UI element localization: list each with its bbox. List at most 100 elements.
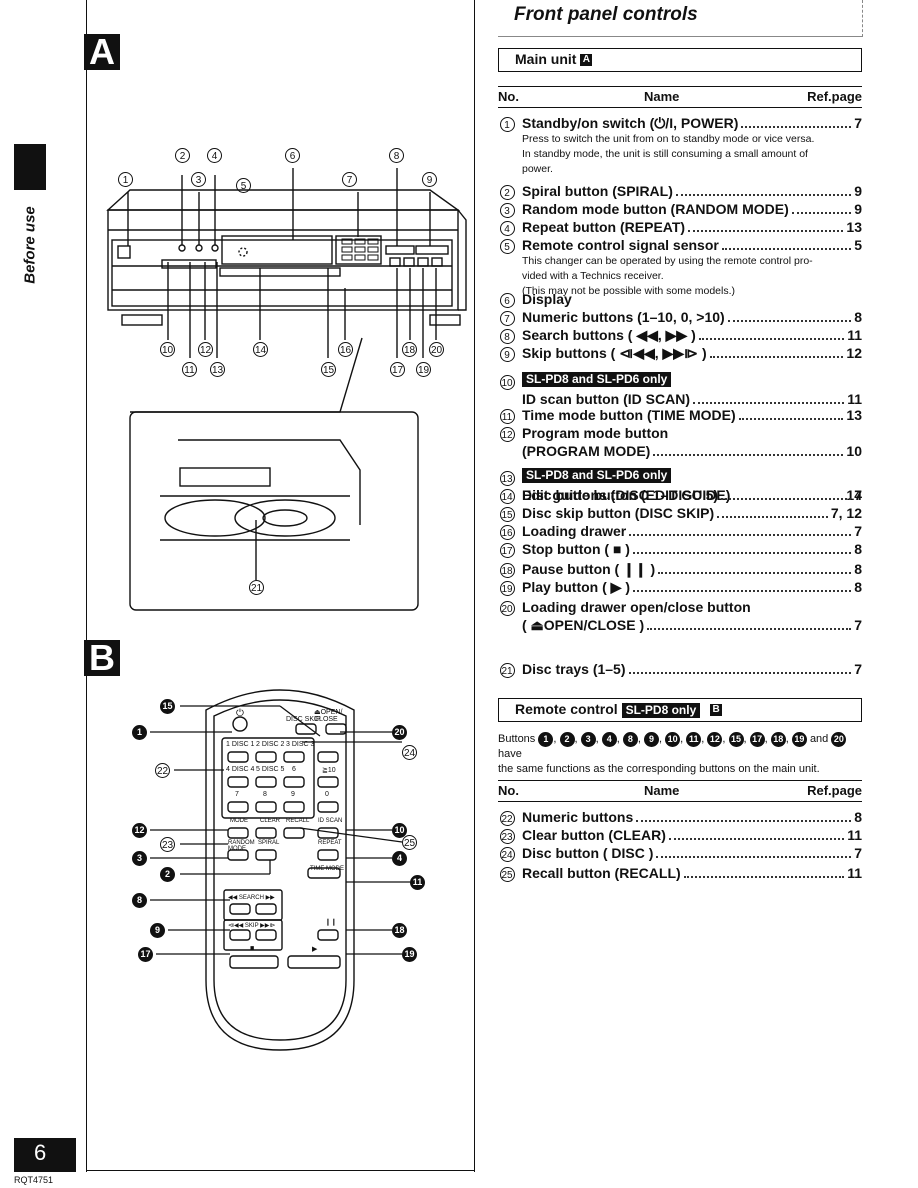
- entry-page: 7: [854, 845, 862, 861]
- desc-button-number: 3: [580, 732, 596, 747]
- remote-col-ref: Ref.page: [807, 783, 862, 798]
- remote-label-9: 9: [291, 791, 295, 798]
- remote-callout-25: 25: [402, 835, 417, 850]
- remote-label-6: 6: [292, 766, 296, 773]
- remote-callout-lines: [150, 705, 410, 955]
- entry-page: 12: [846, 345, 862, 361]
- callout-top-3: 3: [191, 172, 206, 187]
- entry-number: 9: [499, 347, 515, 362]
- remote-callout-10: 10: [392, 823, 407, 838]
- page-number-box: 6: [14, 1138, 76, 1172]
- callout-bottom-12: 12: [198, 342, 213, 357]
- entry-number: 10: [499, 375, 515, 390]
- remote-description: Buttons 1, 2, 3, 4, 8, 9, 10, 11, 12, 15…: [498, 732, 868, 777]
- col-ref: Ref.page: [807, 89, 862, 104]
- entry-page: 8: [854, 541, 862, 557]
- entry-number: 24: [499, 847, 515, 862]
- remote-label-play: ▶: [312, 946, 318, 953]
- callout-top-2: 2: [175, 148, 190, 163]
- callout-bottom-19: 19: [416, 362, 431, 377]
- entry-number: 8: [499, 329, 515, 344]
- callout-bottom-10: 10: [160, 342, 175, 357]
- callout-bottom-13: 13: [210, 362, 225, 377]
- entry-number: 20: [499, 601, 515, 616]
- entry-note: (This may not be possible with some mode…: [522, 285, 735, 297]
- remote-label-disc4: 4 DISC 4: [226, 766, 255, 773]
- remote-label-10: ≧10: [322, 767, 336, 774]
- entry-number: 25: [499, 867, 515, 882]
- side-label: Before use: [21, 206, 39, 284]
- entry-page: 11: [847, 865, 862, 881]
- remote-callout-15: 15: [160, 699, 175, 714]
- entry-name: Stop button ( ■ ): [522, 541, 630, 557]
- callout-bottom-20: 20: [429, 342, 444, 357]
- remote-label-8: 8: [263, 791, 267, 798]
- remote-callout-17: 17: [138, 947, 153, 962]
- remote-label-id-scan: ID SCAN: [318, 818, 343, 824]
- remote-title: Remote control: [515, 701, 618, 717]
- entry-page: 9: [854, 201, 862, 217]
- page-number: 6: [34, 1140, 47, 1165]
- remote-box: Remote control SL-PD8 only B: [498, 698, 862, 722]
- callout-bottom-18: 18: [402, 342, 417, 357]
- page-title: Front panel controls: [514, 4, 698, 25]
- remote-label-stop: ■: [250, 945, 255, 952]
- desc-button-number: 19: [791, 732, 807, 747]
- entry-number: 16: [499, 525, 515, 540]
- entry-tag: SL-PD8 and SL-PD6 only: [522, 372, 672, 387]
- entry-number: 6: [499, 293, 515, 308]
- section-letter-a: A: [84, 31, 120, 72]
- sidebar-marker: [14, 144, 46, 190]
- remote-table-header: No. Name Ref.page: [498, 780, 862, 802]
- desc-button-number: 17: [749, 732, 765, 747]
- remote-label-skip: ⧏◀◀ SKIP ▶▶⧐: [228, 923, 276, 929]
- entry-name: Standby/on switch (⏻/I, POWER): [522, 115, 739, 131]
- remote-col-no: No.: [498, 783, 519, 798]
- main-unit-diagram: [106, 168, 467, 611]
- remote-callout-9: 9: [150, 923, 165, 938]
- desc-button-number: 1: [538, 732, 554, 747]
- entry-page: 9: [854, 183, 862, 199]
- entry-number: 2: [499, 185, 515, 200]
- entry-name: Time mode button (TIME MODE): [522, 407, 736, 423]
- callout-bottom-16: 16: [338, 342, 353, 357]
- entry-number: 14: [499, 489, 515, 504]
- entry-number: 11: [499, 409, 515, 424]
- callout-top-8: 8: [389, 148, 404, 163]
- remote-label-disc1: 1 DISC 1: [226, 741, 255, 748]
- entry-name: Search buttons ( ◀◀, ▶▶ ): [522, 327, 696, 343]
- desc-button-number: 4: [601, 732, 617, 747]
- desc-button-number: 8: [622, 732, 638, 747]
- left-frame-line: [86, 0, 87, 1172]
- remote-label-power: ⏻: [236, 708, 244, 719]
- doc-code: RQT4751: [14, 1175, 54, 1185]
- entry-page: 7: [854, 115, 862, 131]
- entry-page: 7: [854, 617, 862, 633]
- desc-button-number: 10: [665, 732, 681, 747]
- remote-label-7: 7: [235, 791, 239, 798]
- entry-name: ID scan button (ID SCAN): [522, 391, 690, 407]
- entry-name: Play button ( ▶ ): [522, 579, 630, 595]
- col-no: No.: [498, 89, 519, 104]
- desc-button-number: 9: [644, 732, 659, 747]
- callout-top-4: 4: [207, 148, 222, 163]
- remote-label-disc2: 2 DISC 2: [256, 741, 285, 748]
- entry-number: 5: [499, 239, 515, 254]
- desc-button-number: 12: [707, 732, 723, 747]
- callout-bottom-11: 11: [182, 362, 197, 377]
- entry-page: 8: [854, 561, 862, 577]
- entry-page: 11: [847, 827, 862, 843]
- remote-tag: SL-PD8 only: [621, 702, 701, 718]
- entry-page: 13: [846, 407, 862, 423]
- entry-name: Display: [522, 291, 572, 307]
- entry-name: Skip buttons ( ⧏◀◀, ▶▶⧐ ): [522, 345, 707, 361]
- remote-label-recall: RECALL: [286, 818, 310, 824]
- entry-page: 7: [854, 523, 862, 539]
- entry-number: 15: [499, 507, 515, 522]
- entry-page: 11: [847, 327, 862, 343]
- entry-number: 1: [499, 117, 515, 132]
- entry-page: 11: [847, 391, 862, 407]
- entry-name: Repeat button (REPEAT): [522, 219, 686, 235]
- entry-name: Numeric buttons: [522, 809, 634, 825]
- remote-callout-20: 20: [392, 725, 407, 740]
